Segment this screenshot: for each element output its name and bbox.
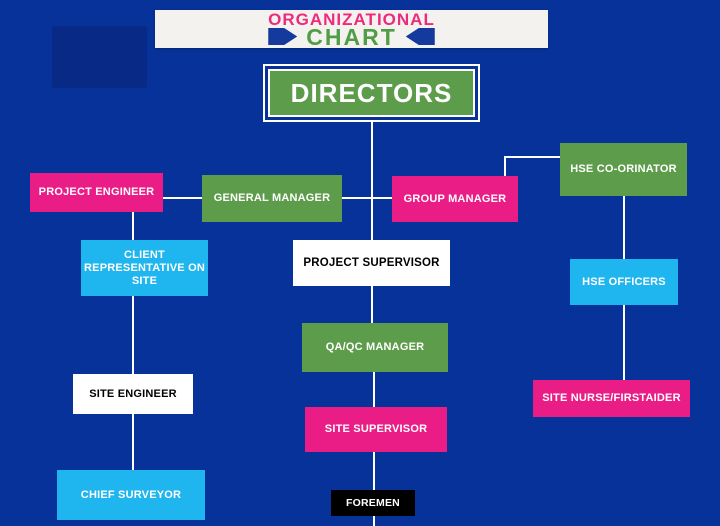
- title-banner: ORGANIZATIONAL CHART: [155, 10, 548, 48]
- node-site-supervisor: SITE SUPERVISOR: [305, 407, 447, 452]
- connector-sitesupervisor-to-foremen: [373, 452, 375, 490]
- arrow-right-icon: [268, 28, 298, 45]
- node-hse-coordinator: HSE CO-ORINATOR: [560, 143, 687, 196]
- node-client-representative: CLIENT REPRESENTATIVE ON SITE: [81, 240, 208, 296]
- connector-below-foremen: [373, 516, 375, 526]
- arrow-left-icon: [405, 28, 435, 45]
- node-directors-label: DIRECTORS: [268, 69, 475, 117]
- connector-directors-to-supervisor: [371, 122, 373, 240]
- node-project-engineer: PROJECT ENGINEER: [30, 173, 163, 212]
- node-chief-surveyor: CHIEF SURVEYOR: [57, 470, 205, 520]
- faint-logo-watermark: [52, 26, 147, 88]
- connector-group-to-hse-vertical: [504, 156, 506, 177]
- connector-siteengineer-to-surveyor: [132, 414, 134, 470]
- node-qa-qc-manager: QA/QC MANAGER: [302, 323, 448, 372]
- node-project-supervisor: PROJECT SUPERVISOR: [293, 240, 450, 286]
- node-group-manager: GROUP MANAGER: [392, 176, 518, 222]
- connector-supervisor-to-qaqc: [371, 286, 373, 323]
- connector-officers-to-nurse: [623, 305, 625, 380]
- node-site-engineer: SITE ENGINEER: [73, 374, 193, 414]
- node-hse-officers: HSE OFFICERS: [570, 259, 678, 305]
- node-foremen: FOREMEN: [331, 490, 415, 516]
- node-directors: DIRECTORS: [263, 64, 480, 122]
- connector-group-to-hse-horizontal: [504, 156, 560, 158]
- connector-qaqc-to-sitesupervisor: [373, 372, 375, 407]
- connector-hsecoord-to-officers: [623, 196, 625, 259]
- banner-title-row: CHART: [268, 23, 435, 50]
- node-general-manager: GENERAL MANAGER: [202, 175, 342, 222]
- node-site-nurse: SITE NURSE/FIRSTAIDER: [533, 380, 690, 417]
- banner-title-line1: ORGANIZATIONAL: [268, 9, 435, 29]
- banner-title-line2: CHART: [306, 23, 397, 50]
